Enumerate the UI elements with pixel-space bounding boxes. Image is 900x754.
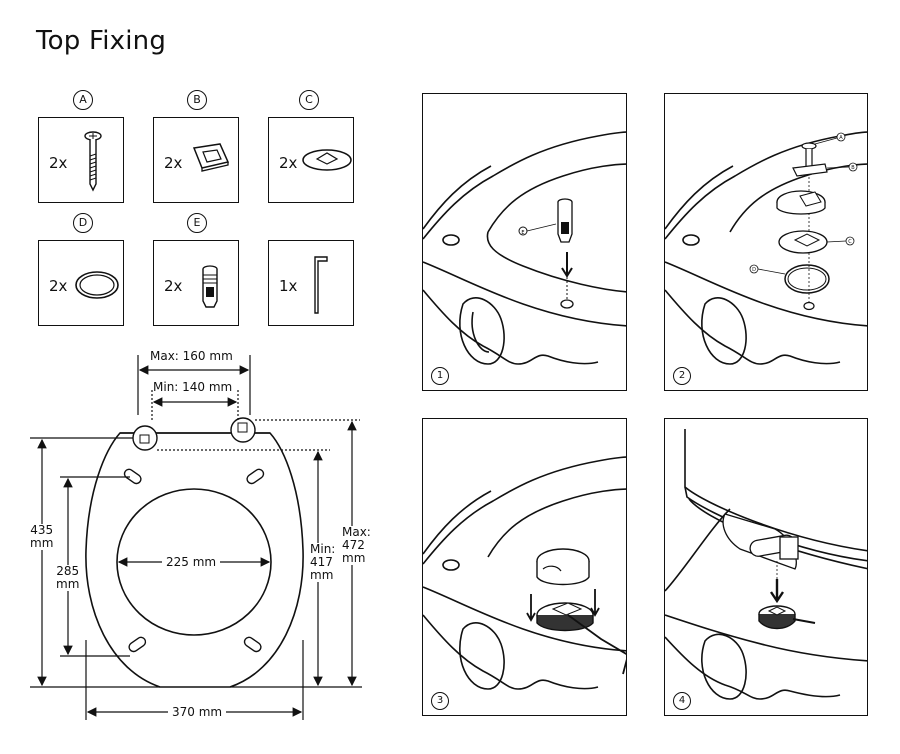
part-label-a: A — [73, 90, 93, 110]
step-2-callout-b: B — [851, 165, 855, 171]
step-2-illustration: A B C D — [665, 131, 867, 365]
part-label-e: E — [187, 213, 207, 233]
step-2-callout-a: A — [839, 135, 843, 141]
ring-icon — [75, 271, 119, 299]
dim-max-hinge: Max: 160 mm — [150, 349, 233, 363]
part-c-box: 2x — [268, 117, 354, 203]
part-d-box: 2x — [38, 240, 124, 326]
step-3-illustration — [423, 456, 626, 690]
part-c-qty: 2x — [279, 154, 298, 172]
part-b-box: 2x — [153, 117, 239, 203]
part-a-box: 2x — [38, 117, 124, 203]
step-3-panel: 3 — [422, 418, 627, 716]
step-1-panel: E 1 — [422, 93, 627, 391]
part-f-qty: 1x — [279, 277, 298, 295]
step-1-illustration: E — [423, 131, 626, 365]
hinge-right — [230, 417, 256, 443]
step-2-callout-d: D — [752, 267, 756, 273]
dim-max-depth: Max: 472 mm — [342, 525, 371, 565]
part-a-qty: 2x — [49, 154, 68, 172]
allen-key-icon — [314, 256, 328, 314]
step-4-panel: 4 — [664, 418, 868, 716]
rubber-pad-icon — [192, 143, 230, 172]
step-2-callout-c: C — [848, 239, 852, 245]
dim-min-depth: Min: 417 mm — [310, 542, 336, 582]
part-e-box: 2x — [153, 240, 239, 326]
washer-icon — [302, 149, 352, 171]
page-title: Top Fixing — [36, 26, 167, 56]
dim-inner-length: 285 mm — [56, 564, 80, 591]
expansion-anchor-icon — [202, 265, 218, 308]
dim-min-hinge: Min: 140 mm — [153, 380, 233, 394]
step-1-callout-e: E — [521, 230, 524, 236]
step-2-panel: A B C D 2 — [664, 93, 868, 391]
dim-inner-width: 225 mm — [162, 556, 221, 569]
dim-total-length: 435 mm — [30, 523, 54, 550]
part-label-b: B — [187, 90, 207, 110]
dim-outer-width: 370 mm — [168, 706, 227, 719]
part-f-box: 1x — [268, 240, 354, 326]
step-1-number: 1 — [431, 367, 449, 385]
step-4-illustration — [665, 429, 867, 700]
step-3-number: 3 — [431, 692, 449, 710]
hinge-left — [132, 425, 158, 451]
part-label-d: D — [73, 213, 93, 233]
step-2-number: 2 — [673, 367, 691, 385]
part-label-c: C — [299, 90, 319, 110]
part-e-qty: 2x — [164, 277, 183, 295]
seat-dimension-drawing — [30, 355, 362, 720]
step-4-number: 4 — [673, 692, 691, 710]
bolt-icon — [84, 131, 102, 192]
part-d-qty: 2x — [49, 277, 68, 295]
part-b-qty: 2x — [164, 154, 183, 172]
